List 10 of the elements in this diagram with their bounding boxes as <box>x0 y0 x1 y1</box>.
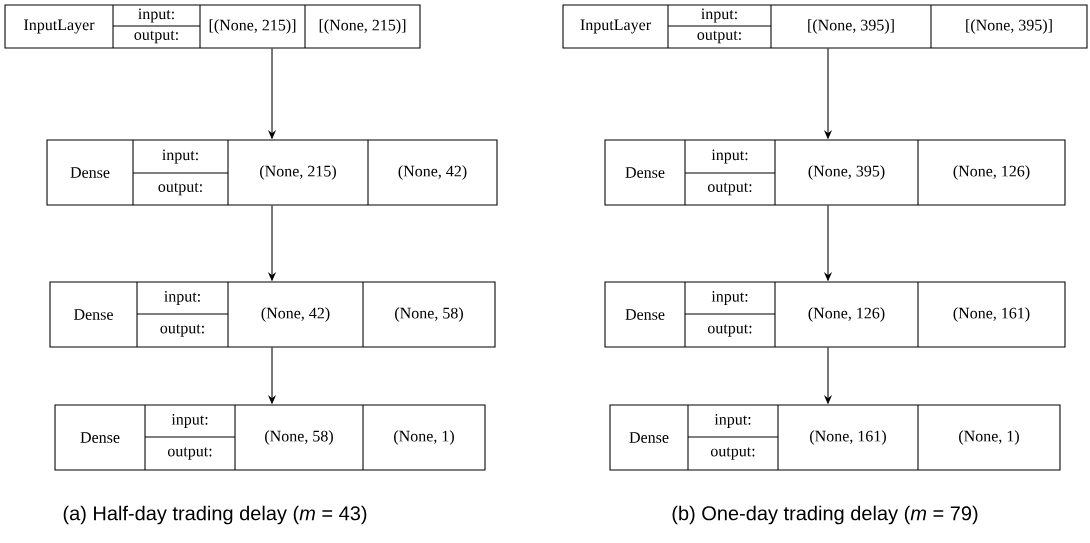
layer-box: Dense input: output: (None, 42) (None, 58) <box>49 281 496 348</box>
figure-caption: (a) Half-day trading delay (m = 43) <box>63 505 367 525</box>
layer-box: Dense input: output: (None, 126) (None, 161) <box>604 281 1066 348</box>
layer-box: Dense input: output: (None, 161) (None, 1) <box>609 404 1061 471</box>
layer-box: InputLayer input: output: [(None, 395)] [(None, 395)] <box>562 4 1088 49</box>
layer-box: Dense input: output: (None, 58) (None, 1) <box>54 404 486 471</box>
layer-box: Dense input: output: (None, 395) (None, 126) <box>604 139 1066 206</box>
layer-box: Dense input: output: (None, 215) (None, 42) <box>46 139 498 206</box>
figure-caption: (b) One-day trading delay (m = 79) <box>672 505 978 525</box>
layer-box: InputLayer input: output: [(None, 215)] [(None, 215)] <box>4 4 421 49</box>
